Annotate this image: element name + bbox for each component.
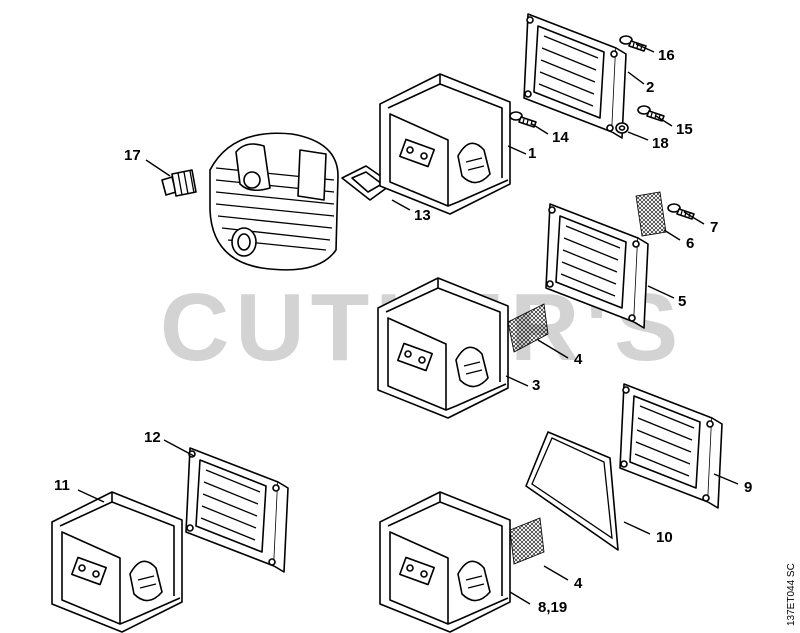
callout-9: 9 — [744, 479, 752, 496]
gasket-10-part — [525, 431, 619, 551]
callout-2: 2 — [646, 79, 654, 96]
leader-lines — [77, 43, 739, 605]
callout-10: 10 — [656, 529, 673, 546]
callout-13: 13 — [414, 207, 431, 224]
callout-3: 3 — [532, 377, 540, 394]
callout-14: 14 — [552, 129, 569, 146]
screen-4a-part — [507, 303, 549, 353]
callout-4-bottom: 4 — [574, 575, 583, 592]
gasket-13-part — [341, 165, 393, 201]
muffler-cover-9-part — [619, 383, 723, 509]
drawing-code: 137ET044 SC — [786, 563, 797, 626]
callout-17: 17 — [124, 147, 141, 164]
spark-plug-part — [161, 169, 197, 197]
muffler-cover-2-part — [523, 13, 627, 139]
callout-18: 18 — [652, 135, 669, 152]
callout-labels: 1 2 3 4 4 5 6 7 8,19 9 10 11 12 13 14 15… — [54, 47, 752, 616]
muffler-cover-12-part — [185, 447, 289, 573]
callout-6: 6 — [686, 235, 694, 252]
callout-4-center: 4 — [574, 351, 583, 368]
muffler-body-3-part — [377, 277, 509, 419]
callout-16: 16 — [658, 47, 675, 64]
muffler-body-1-part — [379, 73, 511, 215]
screen-6-part — [635, 191, 667, 237]
callout-11: 11 — [54, 477, 70, 494]
cylinder-part — [209, 132, 339, 271]
screw-16-part — [619, 35, 647, 52]
screen-4b-part — [509, 517, 545, 565]
callout-15: 15 — [676, 121, 693, 138]
callout-8-19: 8,19 — [538, 599, 567, 616]
callout-7: 7 — [710, 219, 718, 236]
callout-1: 1 — [528, 145, 536, 162]
washer-18-part — [615, 122, 629, 134]
callout-12: 12 — [144, 429, 161, 446]
screw-7-part — [667, 203, 695, 220]
muffler-body-11-part — [51, 491, 183, 633]
callout-5: 5 — [678, 293, 686, 310]
muffler-body-8-19-part — [379, 491, 511, 633]
